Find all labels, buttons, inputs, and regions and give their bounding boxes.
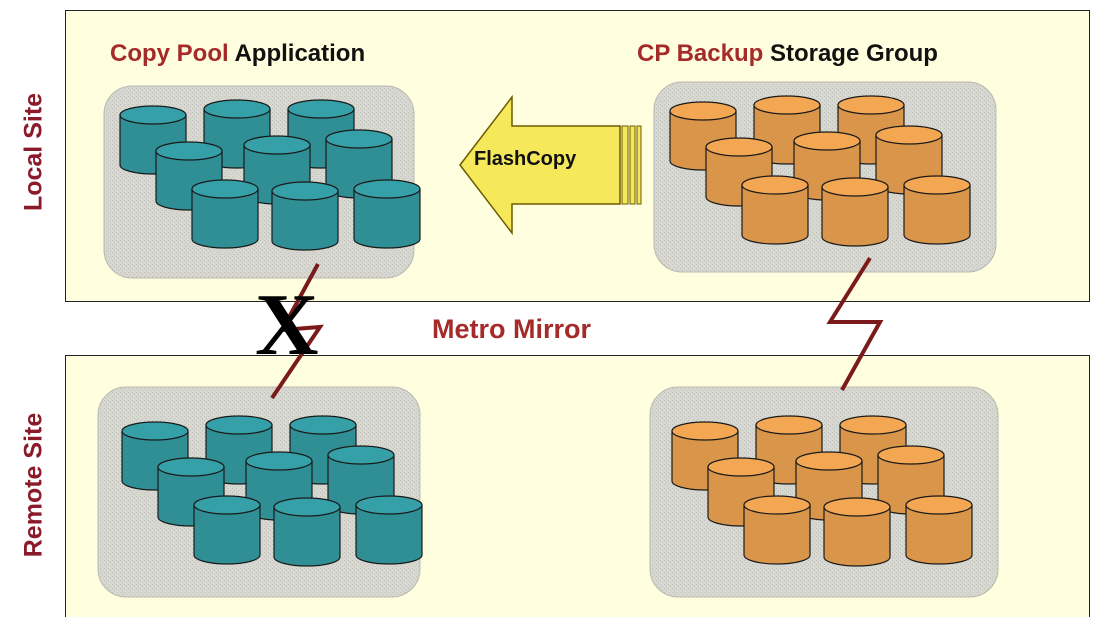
right-mirror-link bbox=[826, 256, 884, 391]
local-orange-disk-9 bbox=[903, 175, 971, 245]
flashcopy-label: FlashCopy bbox=[474, 148, 577, 170]
metro-mirror-label: Metro Mirror bbox=[432, 314, 592, 344]
local-orange-disk-group bbox=[669, 95, 971, 247]
flashcopy-arrow bbox=[459, 94, 642, 236]
local-teal-disk-7 bbox=[191, 179, 259, 249]
copy-pool-title-rest: Application bbox=[234, 40, 366, 67]
copy-pool-title-accent: Copy Pool bbox=[110, 40, 229, 67]
remote-teal-disk-9 bbox=[355, 495, 423, 565]
remote-orange-disk-7 bbox=[743, 495, 811, 565]
broken-link-x-mark: X bbox=[255, 277, 319, 374]
copy-pool-title: Copy Pool Application bbox=[110, 40, 365, 68]
local-teal-disk-9 bbox=[353, 179, 421, 249]
local-orange-disk-8 bbox=[821, 177, 889, 247]
remote-teal-disk-group bbox=[121, 415, 423, 567]
cp-backup-title-accent: CP Backup bbox=[637, 40, 764, 67]
local-teal-disk-group bbox=[119, 99, 421, 251]
remote-teal-disk-7 bbox=[193, 495, 261, 565]
local-teal-disk-8 bbox=[271, 181, 339, 251]
remote-orange-disk-8 bbox=[823, 497, 891, 567]
left-mirror-link bbox=[270, 263, 324, 400]
cp-backup-title-rest: Storage Group bbox=[769, 40, 938, 67]
remote-orange-disk-9 bbox=[905, 495, 973, 565]
remote-teal-disk-8 bbox=[273, 497, 341, 567]
remote-orange-disk-group bbox=[671, 415, 973, 567]
local-orange-disk-7 bbox=[741, 175, 809, 245]
cp-backup-title: CP Backup Storage Group bbox=[637, 40, 938, 68]
